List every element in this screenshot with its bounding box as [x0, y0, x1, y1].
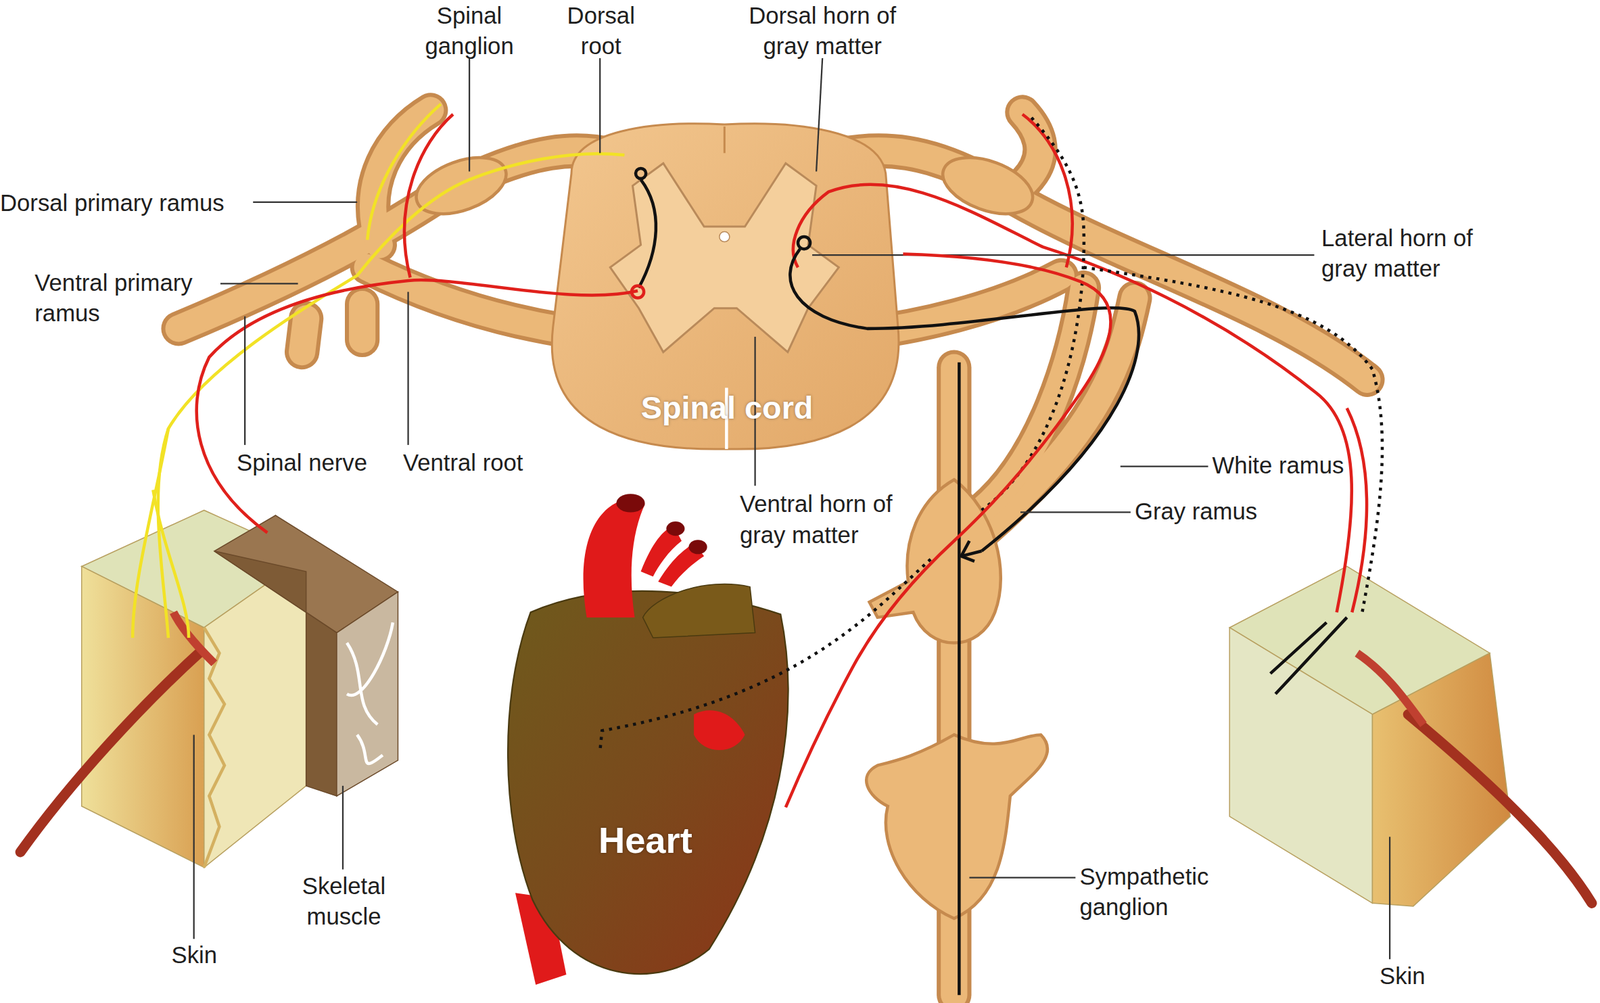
heart-drawing: [507, 493, 788, 985]
leader-line: [816, 58, 823, 172]
postganglionic-fiber: [1083, 267, 1383, 613]
part-label: Lateral horn of gray matter: [1321, 222, 1504, 285]
part-label: Spinal ganglion: [413, 0, 526, 62]
organ-name: Spinal cord: [641, 389, 814, 427]
part-label: Dorsal root: [555, 0, 646, 62]
part-label: Dorsal primary ramus: [0, 187, 225, 219]
sensory-fiber: [158, 153, 625, 638]
skin-block: [1357, 653, 1424, 725]
preganglionic-fiber: [957, 362, 961, 996]
nerve-outline: [178, 110, 1368, 995]
preganglionic-fiber: [797, 236, 811, 249]
postganglionic-fiber: [599, 559, 931, 752]
part-label: Spinal nerve: [236, 446, 368, 478]
nerve-outline: [344, 304, 380, 341]
muscle-block: [214, 551, 337, 796]
skin-block: [204, 555, 307, 867]
postganglionic-fiber: [599, 114, 1383, 752]
leader-line: [194, 58, 1390, 959]
part-label: Gray ramus: [1134, 495, 1258, 527]
heart-drawing: [693, 710, 745, 750]
preganglionic-fiber: [960, 540, 982, 562]
leader-line: [468, 58, 470, 172]
nerve-outline: [302, 318, 307, 353]
heart-drawing: [507, 591, 788, 974]
organ-name: Heart: [598, 819, 693, 863]
muscle-block: [214, 515, 399, 796]
leader-line: [812, 254, 1314, 256]
leader-line: [1389, 836, 1391, 959]
leader-line: [1120, 465, 1209, 467]
part-label: Ventral horn of gray matter: [739, 488, 922, 551]
nerve-fill: [981, 288, 1085, 511]
organ-region: Heart: [505, 505, 786, 985]
motor-fiber: [196, 279, 638, 533]
nerve-fill: [178, 110, 1368, 995]
heart-drawing: [666, 521, 685, 536]
interneuron: [639, 179, 656, 289]
part-label: Sympathetic ganglion: [1079, 861, 1233, 924]
spinal-cord-drawing: [551, 123, 899, 450]
part-label: Dorsal horn of gray matter: [736, 0, 908, 62]
preganglionic-fiber: [789, 236, 1347, 995]
leader-line: [969, 877, 1076, 879]
skin-block: [204, 627, 225, 868]
motor-fiber: [1347, 408, 1367, 613]
skin-block: [1229, 627, 1373, 903]
skin-block: [1407, 714, 1592, 903]
ganglion-shapes: [935, 146, 1041, 226]
spinal-cord-drawing: [719, 231, 730, 243]
part-label: Skin: [1379, 960, 1426, 991]
spinal-cord-drawing: [609, 162, 839, 352]
nerve-fill: [302, 318, 307, 353]
spinal-cord-drawing: [723, 126, 726, 153]
part-label: Skin: [171, 939, 218, 971]
part-label: Skeletal muscle: [292, 870, 397, 932]
leader-line: [342, 785, 344, 870]
motor-fiber: [793, 184, 1352, 613]
leader-line: [407, 292, 409, 445]
interneuron: [631, 285, 644, 298]
skin-block: [1229, 566, 1592, 906]
muscle-block: [346, 622, 393, 764]
leader-line: [599, 58, 601, 153]
sensory-fiber: [152, 489, 189, 638]
interneuron: [635, 168, 646, 179]
heart-drawing: [689, 539, 708, 554]
leader-line: [1020, 511, 1131, 513]
leader-line: [220, 282, 299, 285]
ganglion-shapes: [408, 146, 514, 226]
interneuron: [631, 168, 656, 299]
motor-fiber: [404, 114, 454, 278]
leader-line: [252, 201, 358, 203]
leader-line: [193, 734, 195, 939]
sensory-fiber: [132, 104, 625, 638]
skin-block: [173, 612, 215, 663]
skin-block: [20, 653, 199, 853]
part-label: White ramus: [1212, 449, 1345, 481]
part-label: Ventral primary ramus: [34, 267, 221, 329]
heart-drawing: [583, 501, 646, 618]
muscle-block: [336, 591, 399, 796]
nerve-fill: [348, 304, 376, 341]
part-label: Ventral root: [403, 446, 524, 478]
motor-fiber: [196, 114, 1367, 613]
leader-line: [244, 316, 246, 445]
spinal-cord-drawing: [551, 123, 899, 450]
postganglionic-fiber: [981, 114, 1085, 510]
heart-drawing: [616, 493, 645, 512]
heart-drawing: [643, 584, 756, 638]
preganglionic-fiber: [1270, 617, 1348, 694]
ganglion-shapes: [866, 734, 1048, 919]
organ-region: Spinal cord: [551, 122, 904, 452]
